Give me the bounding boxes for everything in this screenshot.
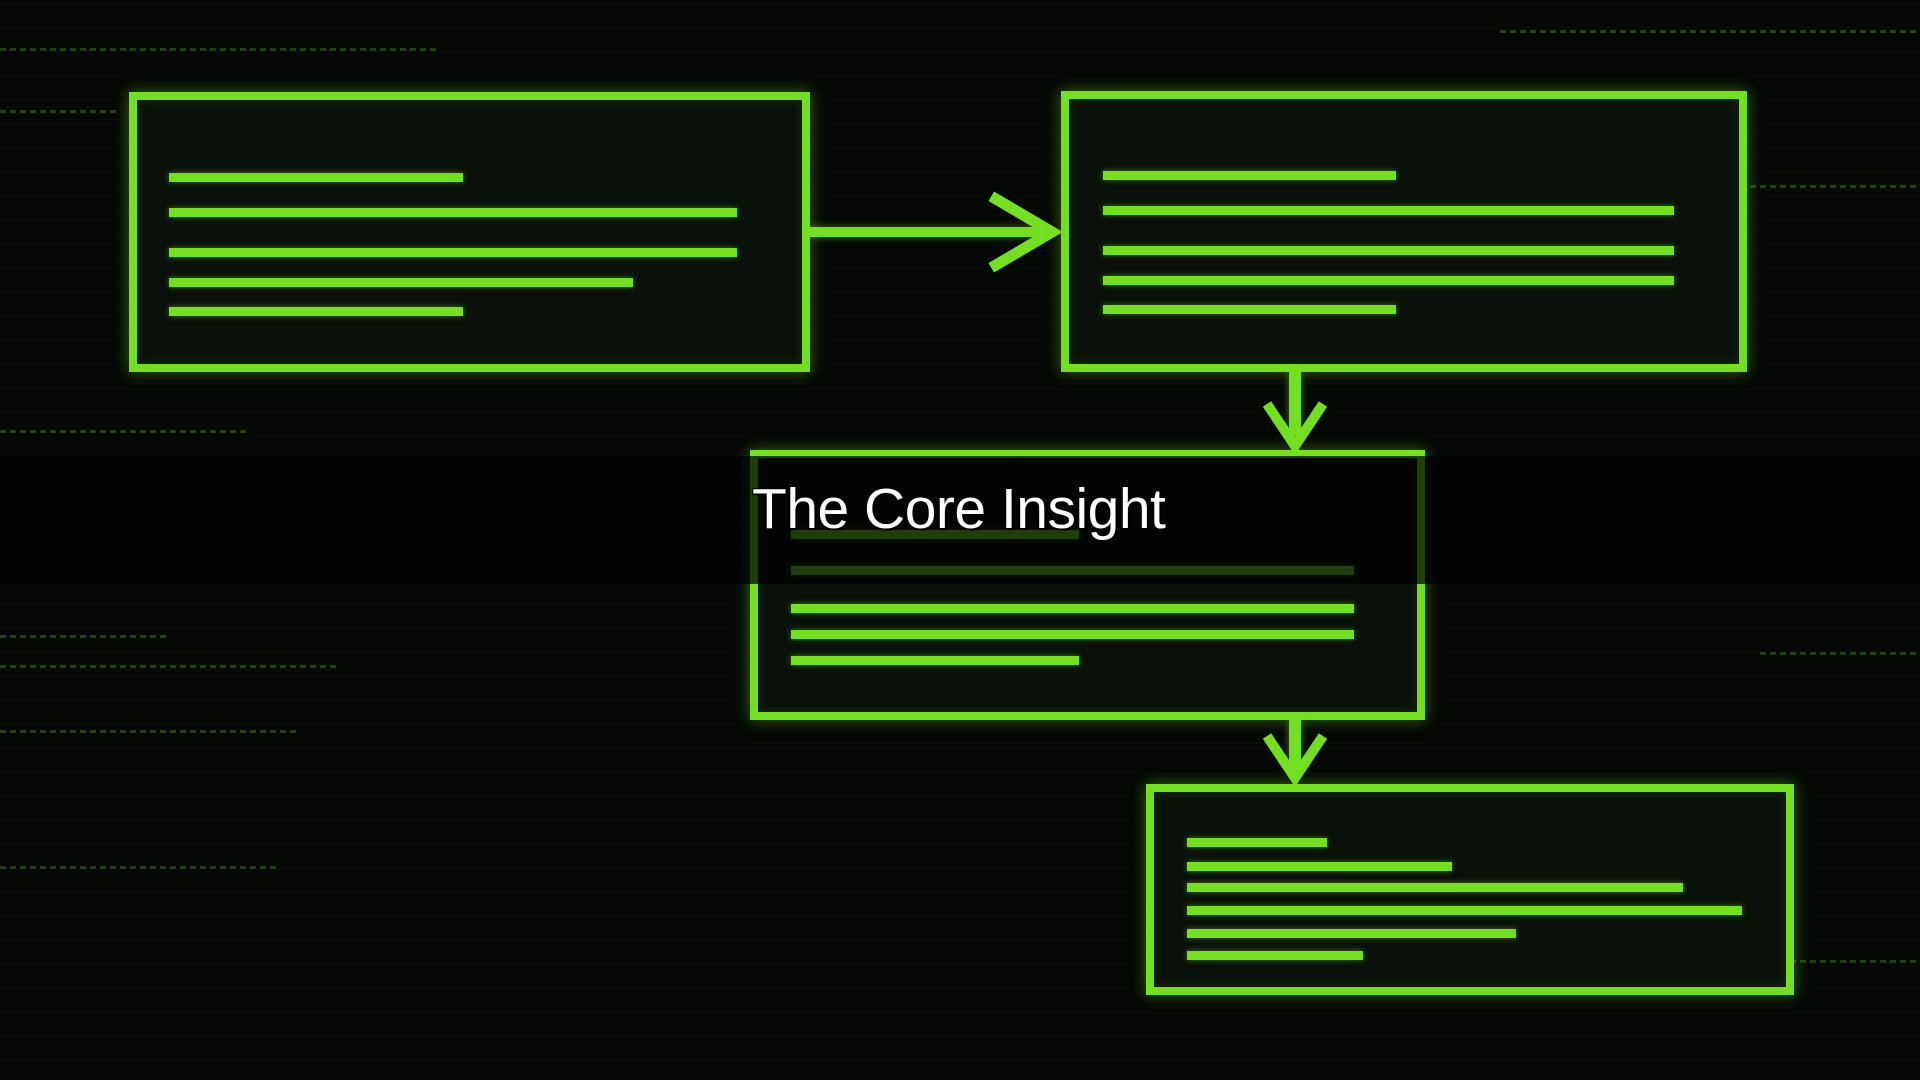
text-line-bar (1103, 246, 1674, 255)
flow-box-1 (129, 92, 810, 372)
caption-band (0, 456, 1920, 584)
background-streak (0, 665, 340, 668)
text-line-bar (1187, 906, 1742, 915)
flow-box-4 (1146, 784, 1794, 995)
text-line-bar (169, 278, 633, 287)
arrow-down-icon (1262, 401, 1328, 456)
text-line-bar (1103, 206, 1674, 215)
caption-text: The Core Insight (752, 477, 1166, 541)
text-line-bar (1187, 951, 1363, 960)
background-streak (0, 635, 170, 638)
arrow-right-icon (988, 191, 1063, 273)
arrow-down-icon (1262, 733, 1328, 788)
text-line-bar (1187, 838, 1327, 847)
text-line-bar (1103, 276, 1674, 285)
background-streak (1750, 185, 1920, 188)
arrow-right-shaft (810, 227, 1045, 237)
background-streak (1700, 960, 1920, 963)
text-line-bar (1103, 305, 1396, 314)
text-line-bar (791, 630, 1354, 639)
text-line-bar (791, 656, 1079, 665)
background-streak (0, 48, 440, 51)
text-line-bar (169, 173, 463, 182)
flow-box-2 (1061, 91, 1747, 372)
background-streak (0, 430, 250, 433)
background-streak (1500, 30, 1920, 33)
text-line-bar (1103, 171, 1396, 180)
text-line-bar (1187, 862, 1452, 871)
text-line-bar (169, 208, 737, 217)
background-streak (1760, 652, 1920, 655)
text-line-bar (791, 604, 1354, 613)
arrow-down-shaft (1289, 372, 1301, 436)
background-streak (0, 866, 280, 869)
text-line-bar (1187, 883, 1683, 892)
text-line-bar (1187, 929, 1516, 938)
background-streak (0, 110, 120, 113)
background-streak (0, 730, 300, 733)
text-line-bar (169, 307, 463, 316)
text-line-bar (169, 248, 737, 257)
arrow-down-shaft (1289, 720, 1301, 772)
